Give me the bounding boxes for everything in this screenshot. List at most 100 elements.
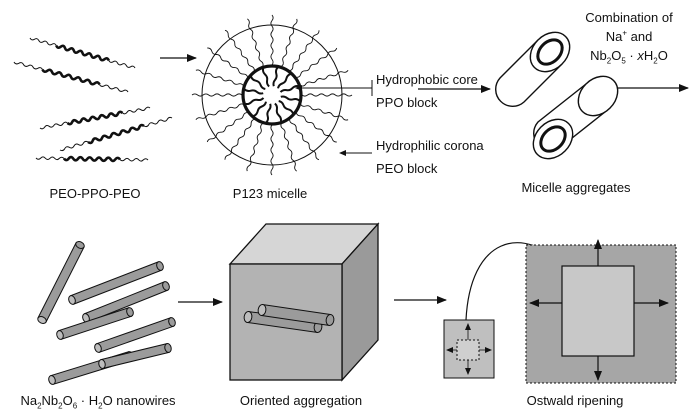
nanowire-rod: [56, 307, 134, 340]
nw-o: O: [62, 393, 73, 408]
formula-o: O: [611, 48, 622, 63]
core-chain: [253, 101, 267, 117]
ppo-segment: [55, 44, 111, 62]
copolymer-chain: [29, 37, 136, 69]
nanowire-rod: [98, 343, 172, 369]
copolymer-chain: [59, 116, 173, 152]
corona-chain: [289, 119, 320, 161]
micelle-outer-boundary: [201, 24, 343, 166]
ppo-segment: [41, 68, 101, 86]
peo-segment: [99, 84, 129, 93]
and-word: and: [630, 29, 653, 44]
core-chain: [274, 102, 283, 122]
peo-segment: [143, 116, 173, 128]
peo-segment: [108, 60, 136, 69]
core-chain: [280, 95, 301, 102]
formula-sub-1: 2: [606, 56, 612, 66]
nw-na: Na: [20, 393, 38, 408]
corona-chain: [281, 18, 298, 67]
corona-chain: [280, 123, 297, 172]
ppo-core-ring: [241, 64, 303, 126]
cube-embedded-rods: [243, 303, 335, 334]
label-ppo-block: PPO block: [376, 95, 438, 110]
corona-chain: [289, 30, 320, 72]
formula-h: H: [643, 48, 654, 63]
peo-segment: [59, 140, 89, 152]
corona-chain: [270, 124, 274, 176]
copolymer-chains: [13, 37, 173, 163]
peo-segment: [13, 61, 43, 70]
formula-sub-2: 5: [621, 56, 626, 66]
peo-segment: [35, 156, 65, 161]
peo-segment: [122, 106, 151, 115]
nw-h: · H: [77, 393, 99, 408]
peo-segment: [29, 37, 57, 46]
label-peo-block: PEO block: [376, 161, 438, 176]
corona-chain: [295, 112, 337, 143]
corona-chain: [301, 93, 353, 97]
nw-sub-1: 2: [37, 401, 42, 411]
nanowire-rod: [37, 241, 85, 324]
nw-tail: O nanowires: [102, 393, 176, 408]
label-copolymer: PEO-PPO-PEO: [49, 186, 141, 201]
ppo-segment: [62, 155, 122, 163]
peo-segment: [119, 157, 149, 162]
copolymer-chain: [13, 61, 129, 93]
label-na-and: Na+ and: [606, 29, 653, 44]
core-chain: [250, 76, 266, 90]
corona-chain: [300, 70, 349, 87]
core-chain: [278, 100, 294, 114]
formula-dot: ·: [625, 48, 638, 63]
peo-corona-chains: [191, 14, 353, 176]
core-chain: [245, 97, 265, 106]
label-combination-of: Combination of: [585, 10, 673, 25]
label-nanowires: Na2Nb2O6 · H2O nanowires: [20, 393, 176, 411]
aggregate-cylinder-bottom: [532, 75, 619, 160]
corona-chain: [207, 47, 249, 78]
p123-micelle: [191, 14, 353, 176]
nw-nb: Nb: [41, 393, 59, 408]
ostwald-small-square: [443, 319, 495, 379]
corona-chain: [195, 103, 244, 120]
corona-chain: [300, 104, 349, 121]
corona-chain: [224, 29, 255, 71]
corona-chain: [206, 112, 248, 143]
formula-x: x: [637, 48, 644, 63]
label-micelle-aggregates: Micelle aggregates: [521, 180, 631, 195]
nw-sub-2: 2: [58, 401, 63, 411]
nanowire-rod: [94, 317, 176, 353]
corona-chain: [224, 118, 255, 160]
peo-segment: [39, 121, 68, 130]
copolymer-chain: [35, 155, 149, 163]
nanowire-rod: [68, 261, 164, 305]
nw-sub-3: 6: [72, 401, 78, 411]
core-chain: [265, 103, 272, 124]
formula-sub-3: 2: [653, 56, 658, 66]
core-chain: [272, 66, 279, 87]
formula-o2: O: [657, 48, 668, 63]
corona-chain: [191, 93, 243, 97]
embedded-rod: [257, 303, 335, 327]
ppo-segment: [66, 110, 124, 126]
na-symbol: Na: [605, 29, 623, 44]
nanowire-bundle: [37, 241, 176, 385]
core-chain: [243, 88, 264, 95]
nanowire-rod: [82, 281, 170, 323]
corona-chain: [270, 14, 274, 66]
corona-chain: [247, 18, 264, 67]
label-oriented-aggregation: Oriented aggregation: [239, 393, 363, 408]
label-p123-micelle: P123 micelle: [232, 186, 308, 201]
core-chain: [261, 68, 270, 88]
micelle-aggregates: [495, 31, 619, 160]
label-hydrophobic-core: Hydrophobic core: [376, 72, 478, 87]
corona-chain: [195, 69, 244, 86]
core-chain: [277, 73, 291, 89]
ostwald-large-square: [525, 239, 677, 384]
aggregate-cylinder-top: [495, 31, 571, 107]
label-niobium-oxide-formula: Nb2O5 · xH2O: [590, 48, 668, 66]
oriented-aggregation-cube: [228, 222, 380, 382]
corona-chain: [246, 123, 263, 172]
label-hydrophilic-corona: Hydrophilic corona: [376, 138, 484, 153]
na-charge: +: [622, 28, 627, 38]
